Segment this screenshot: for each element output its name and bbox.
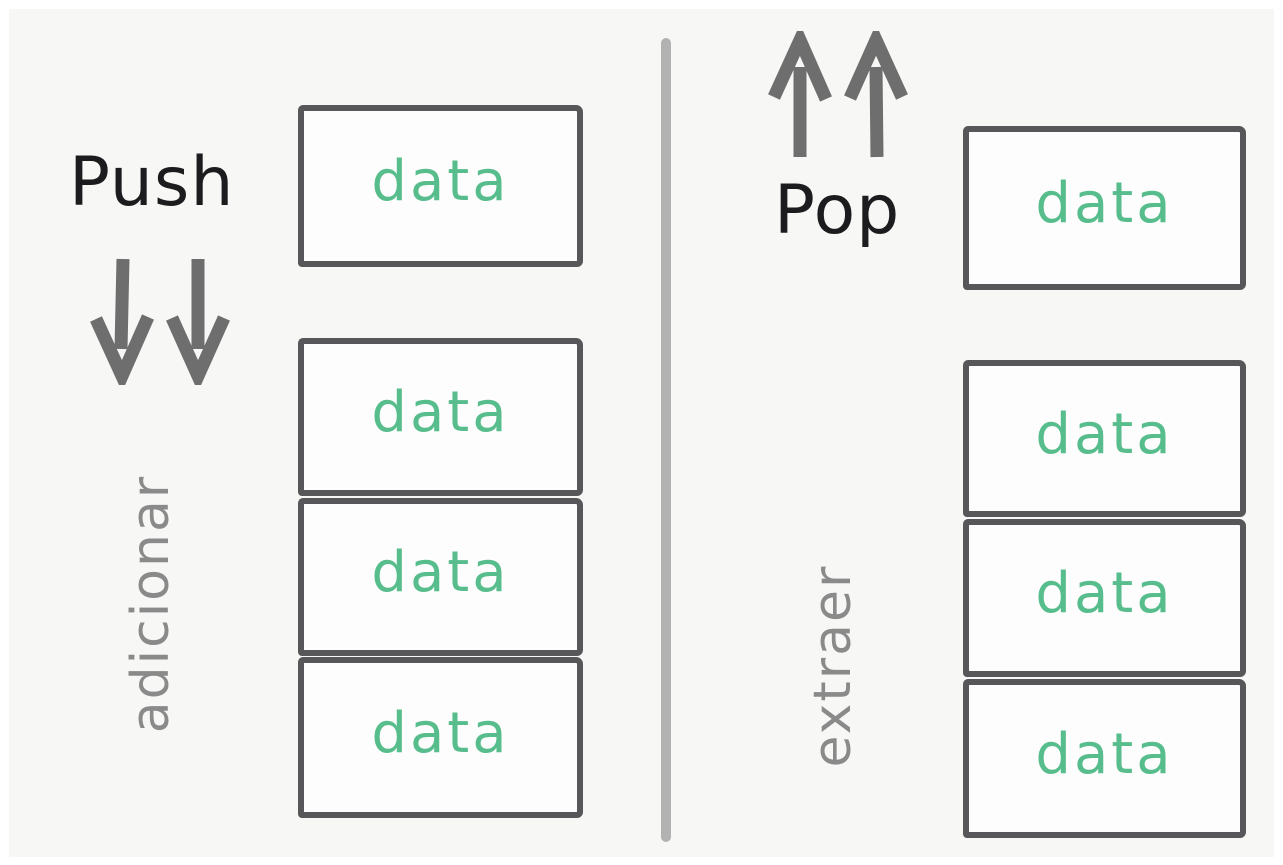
stack-item-value: data <box>371 380 510 445</box>
down-arrow-icon <box>90 258 154 385</box>
stack-item-value: data <box>371 540 510 605</box>
pop-arrows <box>767 31 909 159</box>
stack-item-box: data <box>963 126 1246 290</box>
stack-item-box: data <box>298 657 583 818</box>
canvas-background: Push adicionar data data data data <box>9 9 1274 857</box>
pop-operation-label: Pop <box>774 171 901 250</box>
stack-item-box: data <box>298 105 583 267</box>
stack-item-box: data <box>298 498 583 656</box>
stack-item-value: data <box>1035 401 1174 467</box>
down-arrow-icon <box>166 259 230 385</box>
stack-item-value: data <box>371 700 510 766</box>
stack-item-value: data <box>371 149 510 214</box>
stack-item-box: data <box>298 338 583 496</box>
pop-action-label: extraer <box>803 564 863 768</box>
stack-item-box: data <box>963 360 1246 517</box>
push-operation-label: Push <box>69 143 235 222</box>
stack-item-value: data <box>1035 171 1174 236</box>
stack-item-value: data <box>1035 721 1174 787</box>
up-arrow-icon <box>768 31 832 157</box>
stack-item-box: data <box>963 519 1246 677</box>
stack-item-value: data <box>1035 561 1174 626</box>
divider-line <box>661 38 671 842</box>
push-arrows <box>89 257 231 385</box>
stack-item-box: data <box>963 679 1246 838</box>
up-arrow-icon <box>844 31 908 158</box>
push-action-label: adicionar <box>121 474 181 734</box>
